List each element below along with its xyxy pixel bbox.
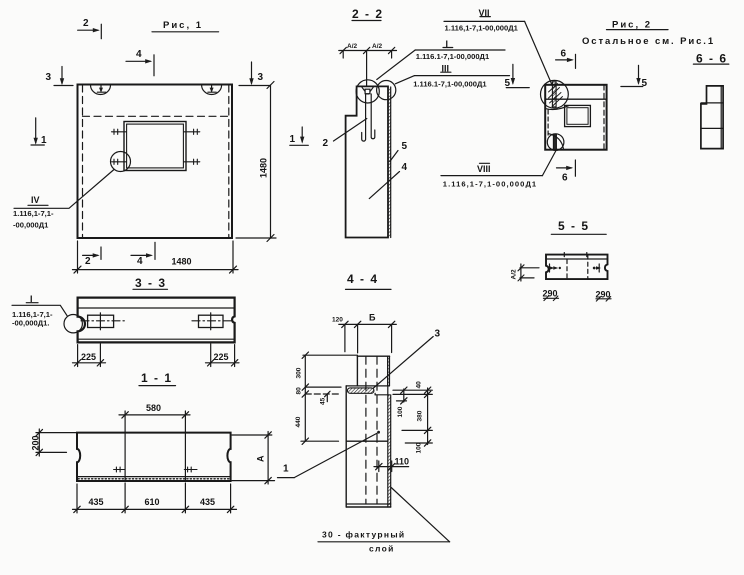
svg-text:100: 100 xyxy=(416,442,423,453)
svg-text:-00,000Д1.: -00,000Д1. xyxy=(12,319,50,328)
svg-text:2: 2 xyxy=(85,256,91,267)
svg-text:VII: VII xyxy=(479,8,490,18)
svg-text:100: 100 xyxy=(397,406,404,417)
svg-text:1.116,1-7,1-00,000Д1: 1.116,1-7,1-00,000Д1 xyxy=(443,180,537,189)
svg-text:5: 5 xyxy=(402,141,408,152)
svg-text:4 - 4: 4 - 4 xyxy=(347,272,379,286)
svg-text:3 - 3: 3 - 3 xyxy=(135,276,167,290)
svg-text:300: 300 xyxy=(296,367,303,378)
svg-text:Рис, 2: Рис, 2 xyxy=(612,20,652,31)
svg-text:1 - 1: 1 - 1 xyxy=(141,371,173,385)
svg-text:80: 80 xyxy=(296,387,303,395)
svg-text:200: 200 xyxy=(31,435,41,450)
svg-text:1.116.1-7,1-00,000Д1: 1.116.1-7,1-00,000Д1 xyxy=(413,80,487,89)
svg-text:380: 380 xyxy=(417,410,424,421)
svg-text:1.116,1-7,1-: 1.116,1-7,1- xyxy=(13,209,54,218)
svg-text:I: I xyxy=(30,294,33,304)
svg-text:I: I xyxy=(446,39,449,49)
svg-text:4: 4 xyxy=(136,49,142,60)
svg-text:слой: слой xyxy=(369,544,395,554)
svg-text:3: 3 xyxy=(46,72,52,83)
svg-text:225: 225 xyxy=(81,352,96,362)
svg-text:40: 40 xyxy=(416,381,423,389)
svg-text:1480: 1480 xyxy=(259,158,269,178)
svg-text:1: 1 xyxy=(283,464,289,475)
svg-text:5 - 5: 5 - 5 xyxy=(558,219,590,233)
svg-text:Рис, 1: Рис, 1 xyxy=(163,20,203,31)
svg-text:435: 435 xyxy=(89,497,104,507)
svg-text:1: 1 xyxy=(41,135,47,146)
svg-text:А/2: А/2 xyxy=(372,43,383,50)
svg-text:VIII: VIII xyxy=(477,164,491,174)
svg-text:III: III xyxy=(442,64,450,74)
svg-text:225: 225 xyxy=(214,352,229,362)
svg-text:45: 45 xyxy=(320,397,327,405)
svg-text:Остальное см. Рис.1: Остальное см. Рис.1 xyxy=(582,36,715,47)
svg-text:Б: Б xyxy=(369,313,376,323)
svg-text:2 - 2: 2 - 2 xyxy=(352,7,384,21)
svg-text:1480: 1480 xyxy=(172,257,192,267)
svg-text:А: А xyxy=(256,455,266,462)
svg-text:120: 120 xyxy=(332,317,343,324)
svg-text:290: 290 xyxy=(596,289,611,299)
svg-text:-00,000Д1: -00,000Д1 xyxy=(13,221,49,230)
svg-text:610: 610 xyxy=(145,497,160,507)
svg-text:435: 435 xyxy=(200,497,215,507)
svg-text:290: 290 xyxy=(543,289,558,299)
svg-text:6: 6 xyxy=(561,49,567,60)
svg-text:А/2: А/2 xyxy=(347,43,358,50)
svg-text:2: 2 xyxy=(323,138,329,149)
svg-text:5: 5 xyxy=(505,78,511,89)
svg-text:30 - фактурный: 30 - фактурный xyxy=(322,530,405,540)
svg-text:5: 5 xyxy=(642,78,648,89)
svg-text:1.116.1-7,1-00,000Д1: 1.116.1-7,1-00,000Д1 xyxy=(416,52,490,61)
svg-text:4: 4 xyxy=(137,256,143,267)
svg-text:1.116,1-7,1-: 1.116,1-7,1- xyxy=(12,310,53,319)
svg-text:2: 2 xyxy=(83,18,89,29)
svg-text:440: 440 xyxy=(295,416,302,427)
svg-text:6 - 6: 6 - 6 xyxy=(696,52,728,66)
svg-text:3: 3 xyxy=(258,72,264,83)
svg-text:1.116,1-7,1-00,000Д1: 1.116,1-7,1-00,000Д1 xyxy=(445,24,519,33)
svg-text:6: 6 xyxy=(562,173,568,184)
svg-text:А/2: А/2 xyxy=(511,269,518,280)
svg-text:1: 1 xyxy=(290,134,296,145)
svg-text:580: 580 xyxy=(146,403,161,413)
svg-text:IV: IV xyxy=(31,195,40,205)
svg-text:3: 3 xyxy=(435,329,441,340)
svg-text:4: 4 xyxy=(402,162,408,173)
svg-text:110: 110 xyxy=(395,457,410,467)
